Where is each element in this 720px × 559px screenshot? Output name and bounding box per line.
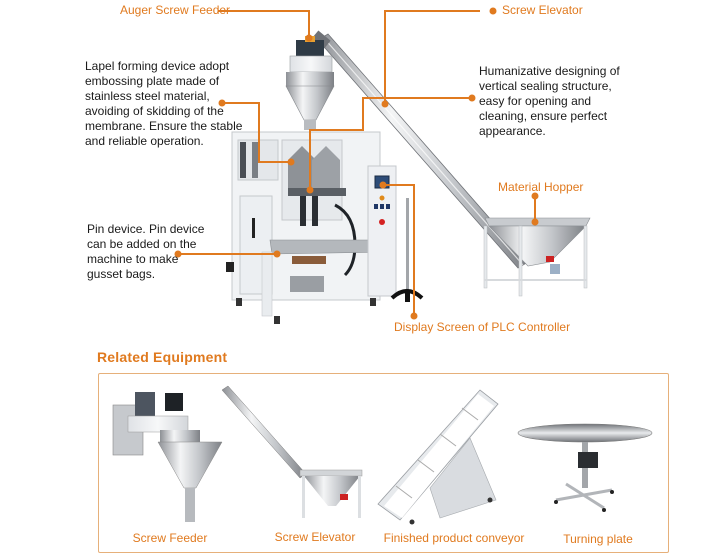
callout-auger-screw-feeder: Auger Screw Feeder [120,3,231,17]
desc-line: vertical sealing structure, [479,79,612,93]
callout-plc-display: Display Screen of PLC Controller [394,320,571,334]
desc-line: Lapel forming device adopt [85,59,230,73]
desc-line: cleaning, ensure perfect [479,109,608,123]
desc-line: embossing plate made of [85,74,220,88]
desc-line: machine to make [87,252,179,266]
desc-line: can be added on the [87,237,197,251]
desc-pin-device: Pin device. Pin device can be added on t… [87,222,204,282]
leader-lines [178,10,536,316]
support-pole [390,198,424,302]
desc-line: Humanizative designing of [479,64,620,78]
callout-dots [174,7,539,320]
auger-feeder [285,36,335,130]
material-hopper [483,217,591,297]
equip-label-screw-elevator: Screw Elevator [274,530,356,544]
desc-line: Pin device. Pin device [87,222,205,236]
main-frame [226,131,397,324]
desc-line: easy for opening and [479,94,592,108]
desc-sealing-structure: Humanizative designing of vertical seali… [479,64,620,139]
desc-line: gusset bags. [87,267,156,281]
callout-screw-elevator: Screw Elevator [502,3,583,17]
desc-line: avoiding of skidding of the [85,104,224,118]
related-equipment-title: Related Equipment [97,349,228,365]
desc-line: appearance. [479,124,546,138]
equip-label-conveyor: Finished product conveyor [383,531,525,545]
desc-line: stainless steel material, [85,89,210,103]
desc-lapel-forming: Lapel forming device adopt embossing pla… [85,59,242,149]
desc-line: membrane. Ensure the stable [85,119,243,133]
equip-label-screw-feeder: Screw Feeder [132,531,208,545]
desc-line: and reliable operation. [85,134,204,148]
equip-label-turning-plate: Turning plate [563,532,633,546]
related-equipment-box [98,373,669,553]
callout-material-hopper: Material Hopper [498,180,584,194]
